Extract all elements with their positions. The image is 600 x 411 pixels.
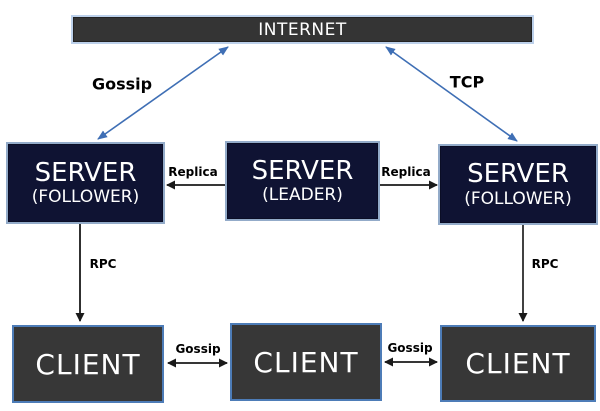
internet-label: INTERNET bbox=[258, 19, 347, 40]
gossip-clients-left-label: Gossip bbox=[175, 342, 221, 356]
client-label: CLIENT bbox=[35, 347, 141, 381]
server-title: SERVER bbox=[467, 159, 569, 190]
gossip-top-label: Gossip bbox=[91, 74, 153, 94]
tcp-internet-arrow bbox=[385, 46, 518, 142]
server-follower-left-node: SERVER (FOLLOWER) bbox=[8, 144, 163, 222]
server-leader-node: SERVER (LEADER) bbox=[227, 143, 378, 219]
server-role-follower: (FOLLOWER) bbox=[464, 188, 572, 209]
server-title: SERVER bbox=[251, 155, 354, 186]
client-label: CLIENT bbox=[253, 345, 359, 379]
gossip-clients-right-label: Gossip bbox=[387, 341, 433, 355]
client-label: CLIENT bbox=[465, 347, 571, 380]
replica-right-label: Replica bbox=[381, 165, 431, 179]
tcp-label: TCP bbox=[449, 72, 485, 92]
server-follower-right-node: SERVER (FOLLOWER) bbox=[440, 146, 596, 223]
replica-left-label: Replica bbox=[168, 165, 218, 179]
rpc-right-label: RPC bbox=[531, 257, 559, 271]
client-left-node: CLIENT bbox=[12, 325, 164, 403]
server-role-leader: (LEADER) bbox=[262, 185, 343, 206]
server-role-follower: (FOLLOWER) bbox=[31, 187, 140, 208]
gossip-internet-arrow bbox=[97, 46, 229, 140]
internet-node: INTERNET bbox=[73, 17, 532, 42]
rpc-left-label: RPC bbox=[89, 257, 117, 271]
client-middle-node: CLIENT bbox=[230, 323, 382, 401]
server-title: SERVER bbox=[34, 157, 137, 188]
client-right-node: CLIENT bbox=[440, 325, 596, 402]
